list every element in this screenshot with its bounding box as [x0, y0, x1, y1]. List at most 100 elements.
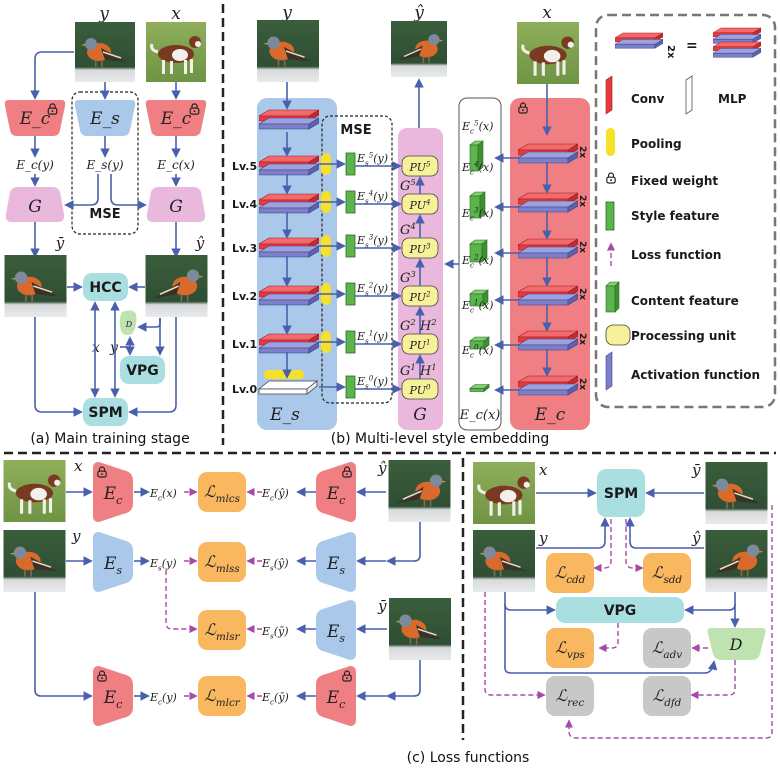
feature-ec-yhat: Ec(ŷ)	[261, 487, 289, 502]
legend-equals: =	[686, 38, 698, 54]
legend-label: Loss function	[631, 248, 721, 262]
mse-label: MSE	[89, 207, 120, 222]
cr-image-yhat	[705, 530, 768, 592]
content-conv-block	[518, 143, 578, 164]
content-feature-label: Ec5(x)	[461, 119, 493, 136]
loss-sdd	[643, 553, 691, 593]
spm-label: SPM	[88, 405, 122, 421]
generator-left-label: G	[28, 197, 42, 217]
conv-icon	[605, 75, 613, 115]
c-label-y: y	[71, 527, 81, 545]
c-style-encoder-y-label: Es	[103, 554, 122, 577]
style-feature-block	[345, 234, 356, 258]
legend-item: Conv	[605, 75, 665, 115]
style-feature-label: Es4(y)	[356, 189, 388, 206]
loss-mlsr-label: ℒmlsr	[204, 620, 240, 643]
legend-item: Processing unit	[605, 324, 736, 346]
cr-image-ybar	[705, 462, 768, 524]
generator-right-label: G	[169, 197, 183, 217]
c-style-encoder-ybar	[316, 600, 356, 660]
b-style-conv-top	[259, 109, 319, 130]
loss-mlcr-label: ℒmlcr	[204, 686, 241, 709]
content-feature-label: Ec2(x)	[461, 253, 493, 270]
spm-module	[83, 398, 128, 426]
vpg-module	[120, 356, 165, 384]
b-label-x: x	[542, 3, 552, 23]
style-feature-block	[345, 330, 356, 354]
style-feature-block	[345, 282, 356, 306]
cr-label-yhat: ŷ	[691, 529, 701, 547]
label-x: x	[171, 4, 181, 24]
legend-item: MLP	[685, 75, 747, 115]
legend-label: Style feature	[631, 209, 719, 223]
processing-unit-label: PU5	[408, 160, 430, 174]
level-label: Lv.3	[232, 242, 257, 255]
cr-vpg-module	[556, 597, 684, 623]
c-content-encoder-x-label: Ec	[103, 484, 123, 507]
style-feature-label: Es1(y)	[356, 329, 388, 346]
c-label-ybar: ȳ	[377, 597, 387, 615]
generator-state-label: G1 H1	[400, 362, 437, 379]
feature-ec-ybar: Ec(ȳ)	[261, 691, 289, 706]
lock-icon	[606, 172, 616, 184]
legend-box	[594, 13, 777, 409]
b-label-yhat: ŷ	[413, 3, 424, 23]
legend-label: MLP	[718, 92, 747, 106]
discriminator-small	[119, 310, 137, 335]
legend-label: Processing unit	[631, 329, 736, 343]
edge-label-y: y	[109, 340, 119, 356]
legend-stack-b	[713, 41, 761, 58]
content-feature-label: Ec3(x)	[461, 206, 493, 223]
loss-mlcr	[198, 676, 246, 716]
c-image-x	[3, 460, 66, 522]
feature-ec-x: Ec(x)	[149, 487, 177, 502]
cr-spm-module	[597, 469, 645, 517]
loss-rec-label: ℒrec	[556, 686, 585, 709]
generator-state-label: G3	[400, 269, 416, 286]
repeat-label: 2x	[577, 378, 587, 390]
legend-item: Fixed weight	[606, 172, 718, 188]
cr-label-ybar: ȳ	[691, 461, 701, 479]
repeat-label: 2x	[577, 195, 587, 207]
cr-label-x: x	[539, 461, 548, 479]
activation-icon	[605, 351, 613, 391]
style-feature-block	[345, 190, 356, 214]
image-x-dog	[145, 22, 207, 82]
loss-vps	[546, 628, 594, 668]
loss-cdd	[546, 553, 594, 593]
feature-es-ybar: Es(ȳ)	[261, 625, 289, 640]
legend-stack-2x	[615, 32, 663, 49]
c-style-encoder-ybar-label: Es	[326, 622, 345, 645]
processing-unit	[401, 155, 439, 177]
style-feature-label: Es3(y)	[356, 233, 388, 250]
loss-adv	[643, 628, 691, 668]
style-conv-block	[259, 193, 319, 214]
loss-mlss	[198, 542, 246, 582]
loss-mlcs	[198, 472, 246, 512]
c-content-encoder-yhat-label: Ec	[326, 484, 346, 507]
hcc-label: HCC	[89, 280, 121, 296]
processing-unit-label: PU0	[408, 383, 430, 397]
caption-b: (b) Multi-level style embedding	[331, 431, 549, 447]
caption-a: (a) Main training stage	[30, 431, 189, 447]
generator-right	[146, 187, 206, 222]
c-style-encoder-y	[93, 532, 133, 592]
content-conv-block	[518, 238, 578, 259]
panel-c-left: x y ŷ ȳ EcEsEcEcEsEsEcℒmlcsℒmlssℒmlsrℒml…	[3, 457, 529, 766]
generator-state-label: G4	[400, 221, 416, 238]
loss-vps-label: ℒvps	[555, 638, 584, 661]
style-conv-block	[259, 155, 319, 176]
processing-unit-label: PU2	[408, 290, 430, 304]
style-feature-block	[345, 152, 356, 176]
cr-discriminator	[707, 628, 766, 660]
feature-ec-y: E_c(y)	[15, 158, 54, 172]
b-mse-box	[321, 115, 393, 404]
image-yhat-bird	[145, 255, 208, 317]
repeat-label: 2x	[577, 241, 587, 253]
repeat-label: 2x	[577, 333, 587, 345]
cr-spm-label: SPM	[604, 486, 638, 502]
c-label-yhat: ŷ	[377, 459, 387, 477]
